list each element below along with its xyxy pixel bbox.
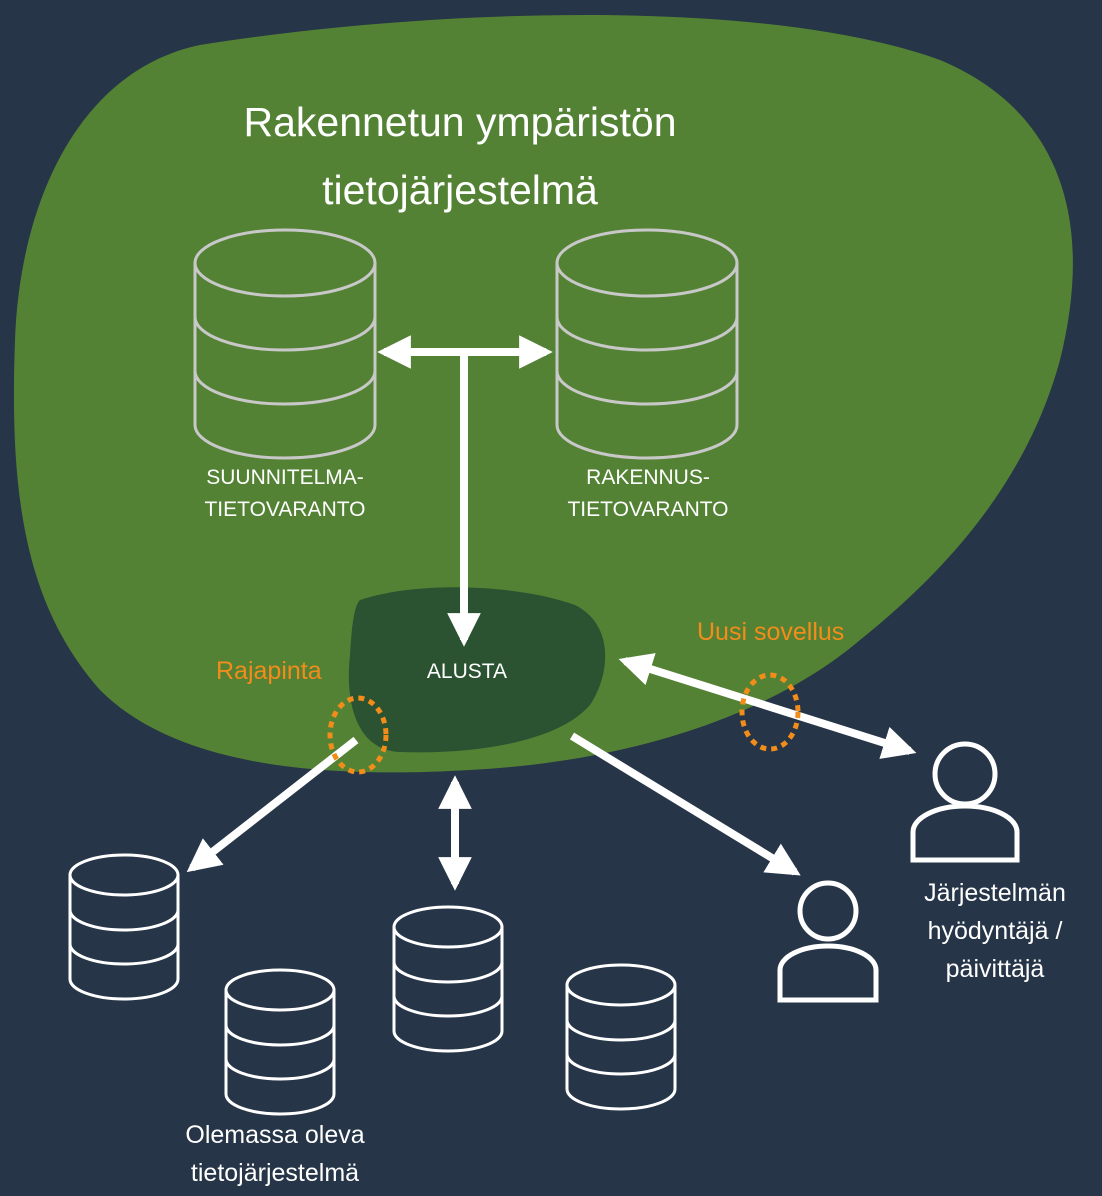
plan-database-label-line-1: SUUNNITELMA-	[206, 466, 364, 489]
user-icon	[777, 880, 879, 1003]
database-icon	[224, 968, 336, 1116]
platform-blob	[348, 587, 606, 753]
new-app-marker	[739, 672, 801, 752]
platform-label: ALUSTA	[426, 660, 508, 683]
interface-marker	[327, 695, 389, 775]
existing-system-label: Olemassa oleva tietojärjestelmä	[125, 1116, 425, 1192]
database-icon	[193, 228, 377, 460]
user-label-line-3: päivittäjä	[945, 955, 1045, 983]
database-icon	[392, 905, 504, 1053]
title-line-1: Rakennetun ympäristön	[243, 99, 677, 145]
arrow-to-existing-db	[186, 736, 359, 873]
title-line-2: tietojärjestelmä	[322, 167, 598, 213]
user-label-line-1: Järjestelmän	[924, 879, 1066, 907]
database-icon	[565, 963, 677, 1111]
arrow-platform-to-user	[618, 653, 917, 759]
database-icon	[68, 853, 180, 1001]
database-icon	[555, 228, 739, 460]
plan-database-label-line-2: TIETOVARANTO	[204, 498, 366, 521]
diagram-title: Rakennetun ympäristön tietojärjestelmä	[160, 88, 760, 224]
existing-system-label-line-1: Olemassa oleva	[185, 1121, 365, 1149]
environment-blob	[13, 15, 1073, 773]
new-app-label: Uusi sovellus	[697, 618, 845, 646]
arrow-to-user-small	[569, 732, 801, 876]
building-database-label-line-2: TIETOVARANTO	[567, 498, 729, 521]
user-label: Järjestelmän hyödyntäjä / päivittäjä	[890, 874, 1100, 988]
user-icon	[910, 741, 1020, 863]
existing-system-label-line-2: tietojärjestelmä	[190, 1159, 360, 1187]
building-database-label-line-1: RAKENNUS-	[586, 466, 710, 489]
interface-label: Rajapinta	[216, 657, 322, 685]
building-database-label: RAKENNUS- TIETOVARANTO	[528, 462, 768, 526]
user-label-line-2: hyödyntäjä /	[927, 917, 1063, 945]
plan-database-label: SUUNNITELMA- TIETOVARANTO	[165, 462, 405, 526]
